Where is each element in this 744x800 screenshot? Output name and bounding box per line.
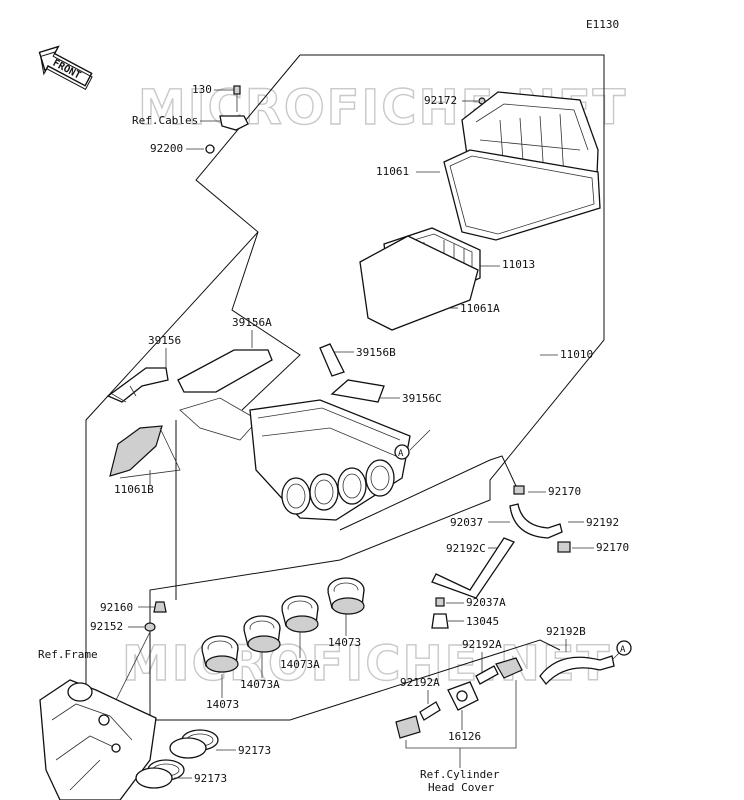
cap-13045 <box>431 613 449 629</box>
joint-cover-left <box>395 715 421 739</box>
callout-92037A: 92037A <box>466 596 506 609</box>
collar-92152 <box>144 622 156 632</box>
callout-92160: 92160 <box>100 601 133 614</box>
callout-92200: 92200 <box>150 142 183 155</box>
callout-11013: 11013 <box>502 258 535 271</box>
clamp-92170-a <box>513 485 525 495</box>
gasket-11061A <box>359 235 479 331</box>
seal-39156C <box>330 379 385 403</box>
gasket-11061B <box>109 425 163 477</box>
front-arrow-icon: FRONT <box>38 45 93 90</box>
cable-bracket <box>219 115 249 131</box>
group-outline-11010 <box>149 54 605 721</box>
callout-92192A-b: 92192A <box>400 676 440 689</box>
callout-14073A-b: 14073A <box>240 678 280 691</box>
joint-cover-right <box>495 657 523 679</box>
bolt-130 <box>233 85 241 95</box>
callout-92037: 92037 <box>450 516 483 529</box>
callout-92170-a: 92170 <box>548 485 581 498</box>
ref-a-1-label: A <box>398 449 404 459</box>
ref-circle-a-2 <box>616 640 632 656</box>
hose-92192 <box>509 503 563 539</box>
clamp-92173-a <box>169 729 219 759</box>
callout-92192C: 92192C <box>446 542 486 555</box>
intake-duct-14073-b <box>243 615 281 653</box>
clamp-92173-b <box>135 759 185 789</box>
callout-92192: 92192 <box>586 516 619 529</box>
callout-92192B: 92192B <box>546 625 586 638</box>
ref-cylinder-line1: Ref.Cylinder <box>420 768 500 781</box>
watermark-bottom: MICROFICHE.NET <box>122 636 611 692</box>
ref-frame-label: Ref.Frame <box>38 648 98 661</box>
callout-39156B: 39156B <box>356 346 396 359</box>
seal-39156 <box>106 367 169 403</box>
grommet-92160 <box>153 601 167 613</box>
clamp-92037A <box>435 597 445 607</box>
callout-92173-a: 92173 <box>238 744 271 757</box>
intake-duct-14073-a <box>327 577 365 615</box>
hose-92192A-a <box>475 665 499 685</box>
ref-cylinder-line2: Head Cover <box>428 781 495 794</box>
callout-14073A-a: 14073A <box>280 658 320 671</box>
air-cleaner-housing <box>249 399 411 521</box>
callout-39156: 39156 <box>148 334 181 347</box>
seal-39156A <box>177 349 273 393</box>
callout-92192A-a: 92192A <box>462 638 502 651</box>
washer-92200 <box>205 144 215 154</box>
callout-39156A: 39156A <box>232 316 272 329</box>
intake-duct-14073A-a <box>281 595 319 633</box>
callout-130: 130 <box>192 83 212 96</box>
ref-circle-a-1 <box>394 444 410 460</box>
callout-92152: 92152 <box>90 620 123 633</box>
callout-14073-c: 14073 <box>206 698 239 711</box>
ref-a-2-label: A <box>620 645 626 655</box>
callout-11061: 11061 <box>376 165 409 178</box>
callout-39156C: 39156C <box>402 392 442 405</box>
hose-92192C <box>431 537 515 599</box>
callout-11010: 11010 <box>560 348 593 361</box>
diagram-code: E1130 <box>586 18 619 31</box>
hose-92192A-b <box>419 701 441 721</box>
hose-92192B <box>539 655 615 686</box>
callout-16126: 16126 <box>448 730 481 743</box>
callout-92170-b: 92170 <box>596 541 629 554</box>
seal-39156B <box>319 343 345 377</box>
callout-11061B: 11061B <box>114 483 154 496</box>
frame-section <box>39 679 157 800</box>
callout-92173-b: 92173 <box>194 772 227 785</box>
ref-cables-label: Ref.Cables <box>132 114 198 127</box>
callout-14073-a: 14073 <box>328 636 361 649</box>
callout-92172: 92172 <box>424 94 457 107</box>
valve-16126 <box>447 681 479 711</box>
callout-13045: 13045 <box>466 615 499 628</box>
intake-duct-14073-c <box>201 635 239 673</box>
callout-11061A: 11061A <box>460 302 500 315</box>
clamp-92170-b <box>557 541 571 553</box>
